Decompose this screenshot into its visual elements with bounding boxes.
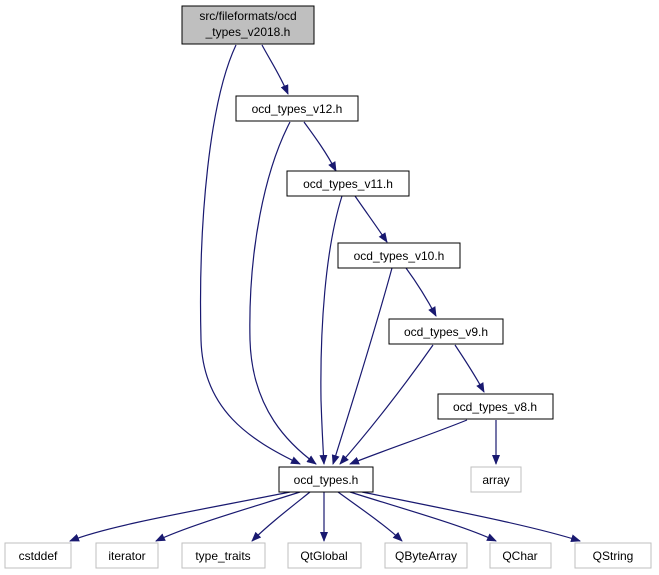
- node-root[interactable]: src/fileformats/ocd _types_v2018.h: [181, 5, 315, 45]
- edge-types-to-qbytearray: [337, 491, 403, 542]
- node-ocd-types-v10-label: ocd_types_v10.h: [354, 249, 445, 263]
- node-ocd-types-v8[interactable]: ocd_types_v8.h: [437, 393, 554, 420]
- node-root-line-2: _types_v2018.h: [205, 25, 291, 39]
- node-qbytearray: QByteArray: [384, 542, 468, 569]
- edge-v11-to-types: [319, 195, 343, 465]
- nodes: src/fileformats/ocd _types_v2018.h ocd_t…: [4, 5, 652, 569]
- node-type-traits: type_traits: [181, 542, 266, 569]
- edge-types-to-iterator: [155, 491, 301, 542]
- node-root-line-1: src/fileformats/ocd: [199, 9, 296, 23]
- edge-root-to-types: [199, 44, 301, 465]
- node-ocd-types-v12-label: ocd_types_v12.h: [252, 102, 343, 116]
- node-iterator-label: iterator: [108, 549, 145, 563]
- edge-v12-to-types: [249, 121, 317, 465]
- edge-types-to-cstddef: [69, 491, 291, 542]
- edge-v8-to-types: [349, 419, 468, 465]
- node-array: array: [470, 466, 522, 493]
- node-ocd-types-v9[interactable]: ocd_types_v9.h: [388, 318, 504, 345]
- edge-types-to-type_traits: [251, 491, 311, 542]
- node-ocd-types[interactable]: ocd_types.h: [278, 466, 374, 493]
- node-ocd-types-v11-label: ocd_types_v11.h: [303, 177, 393, 191]
- node-qstring: QString: [574, 542, 652, 569]
- node-qstring-label: QString: [593, 549, 634, 563]
- edge-v9-to-v8: [454, 344, 485, 393]
- edge-v9-to-types: [339, 344, 434, 465]
- node-qtglobal: QtGlobal: [287, 542, 362, 569]
- node-qbytearray-label: QByteArray: [395, 549, 457, 563]
- node-ocd-types-v9-label: ocd_types_v9.h: [404, 325, 488, 339]
- node-cstddef-label: cstddef: [19, 549, 58, 563]
- node-cstddef: cstddef: [4, 542, 72, 569]
- node-type-traits-label: type_traits: [195, 549, 250, 563]
- edge-root-to-v12: [261, 44, 289, 95]
- node-ocd-types-v12[interactable]: ocd_types_v12.h: [235, 95, 359, 122]
- edge-v12-to-v11: [303, 121, 337, 172]
- node-qtglobal-label: QtGlobal: [300, 549, 347, 563]
- node-iterator: iterator: [95, 542, 159, 569]
- edges: [69, 44, 581, 543]
- edge-v10-to-v9: [405, 267, 437, 317]
- node-qchar-label: QChar: [502, 549, 537, 563]
- edge-types-to-qchar: [349, 491, 497, 542]
- edge-types-to-qstring: [361, 491, 581, 543]
- edge-v11-to-v10: [354, 195, 388, 243]
- node-ocd-types-v10[interactable]: ocd_types_v10.h: [337, 242, 461, 269]
- node-qchar: QChar: [489, 542, 552, 569]
- node-ocd-types-v11[interactable]: ocd_types_v11.h: [286, 170, 410, 197]
- edge-v10-to-types: [331, 267, 393, 465]
- node-array-label: array: [482, 473, 509, 487]
- node-ocd-types-label: ocd_types.h: [294, 473, 359, 487]
- node-ocd-types-v8-label: ocd_types_v8.h: [453, 400, 537, 414]
